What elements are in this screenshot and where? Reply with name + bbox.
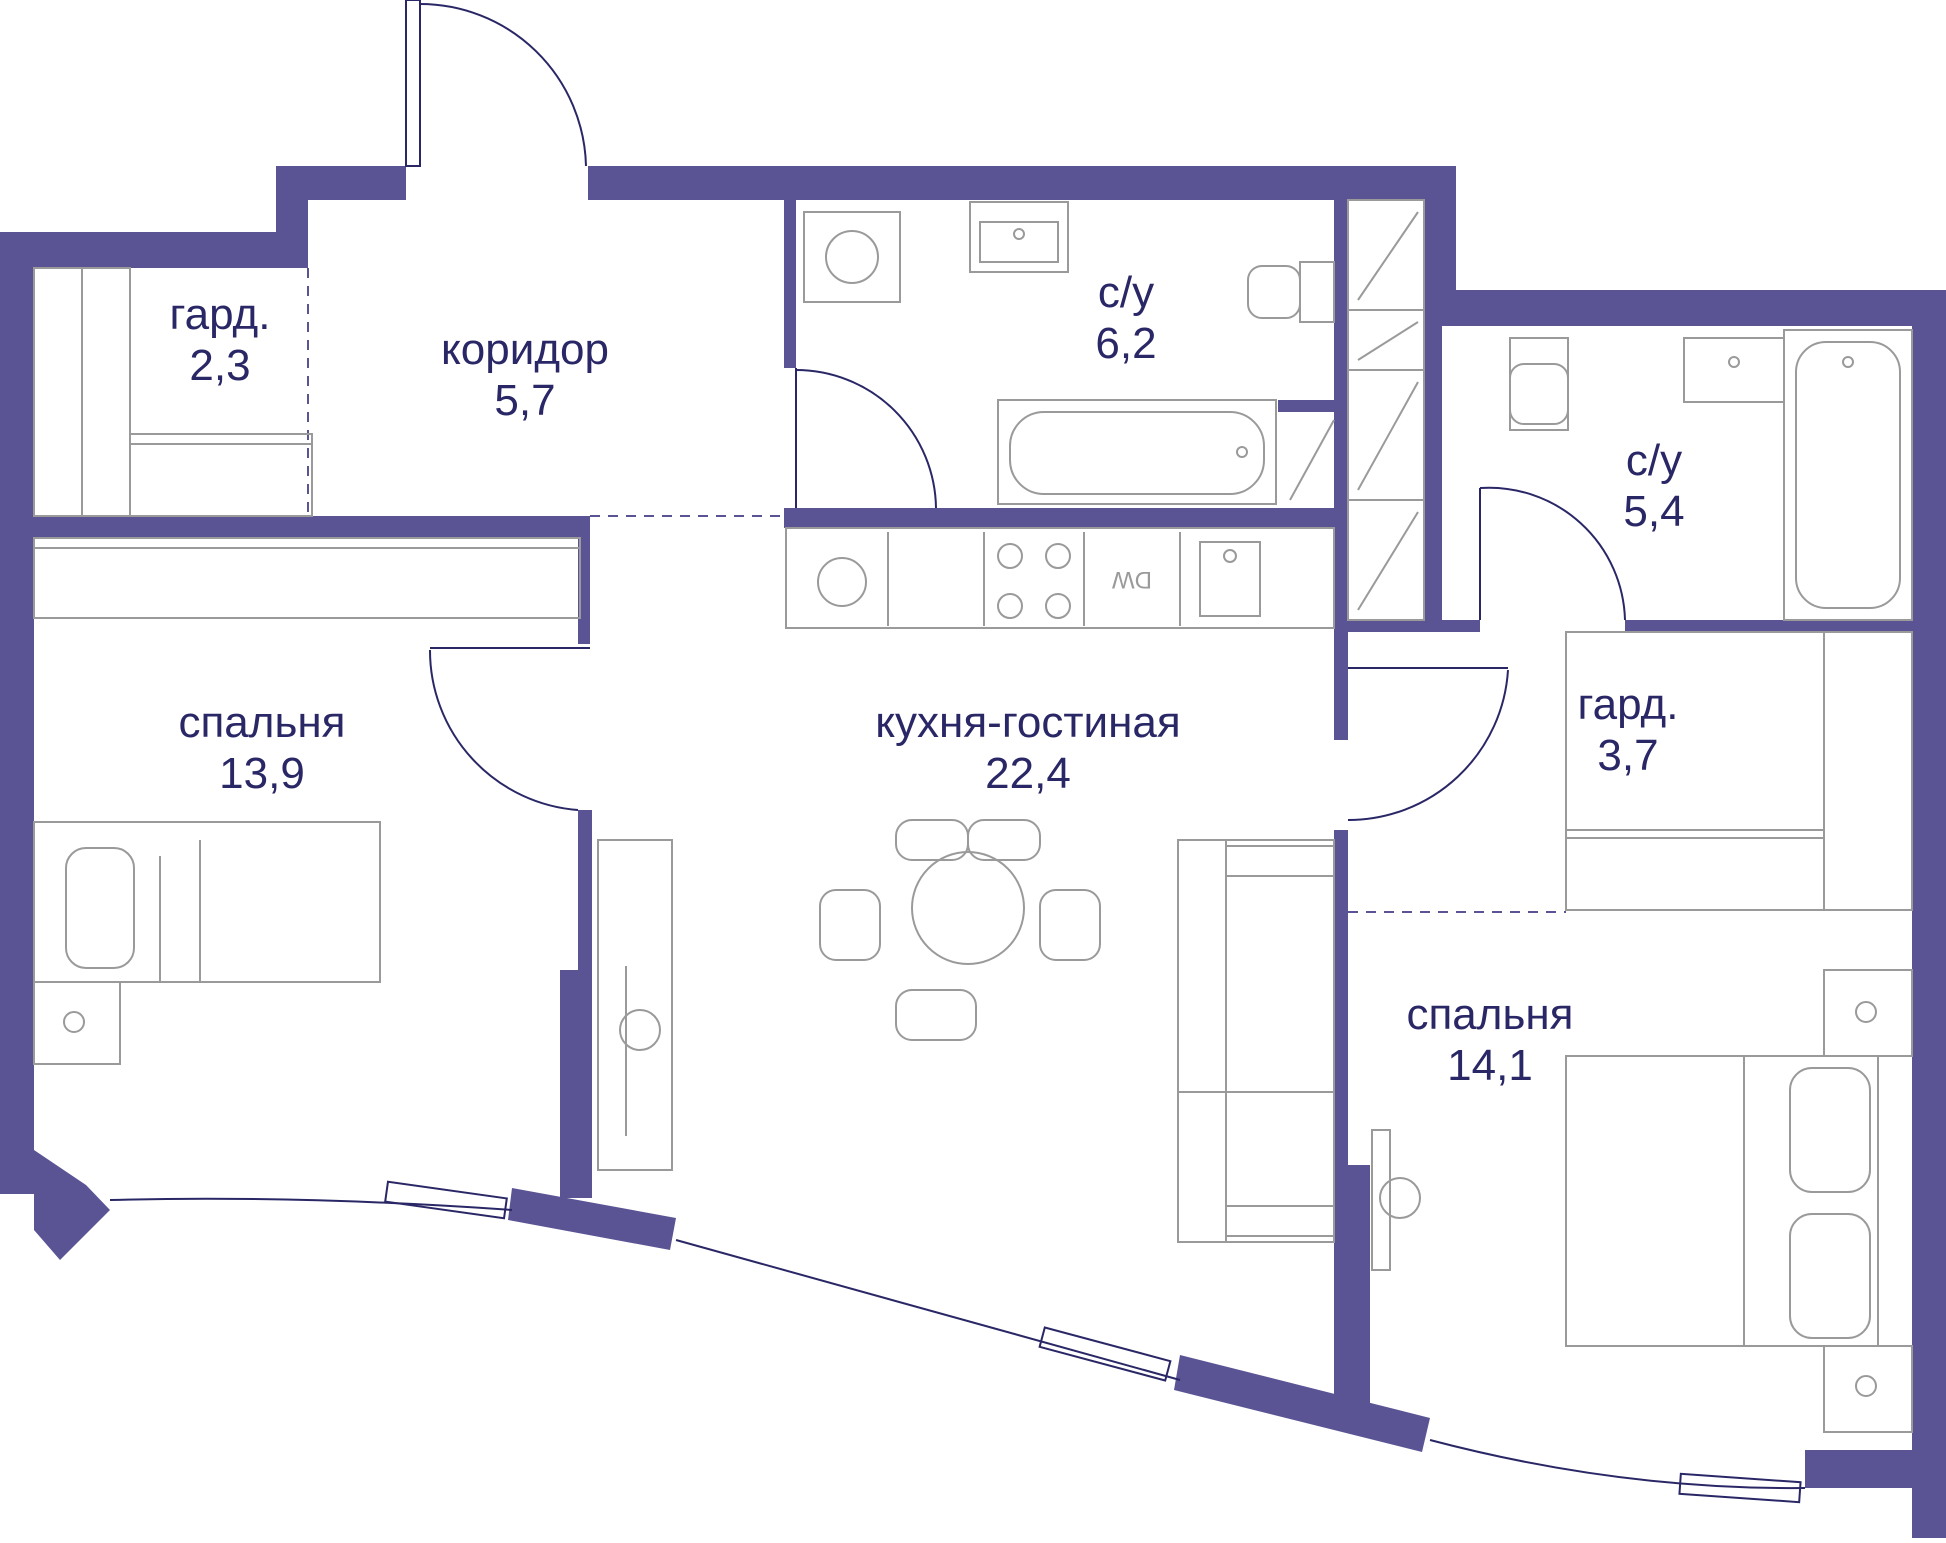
room-name: коридор xyxy=(441,325,609,374)
tv-stand xyxy=(597,839,673,1171)
room-label-bathroom-2: с/у 5,4 xyxy=(1623,436,1684,537)
room-area: 13,9 xyxy=(219,748,305,798)
bed-1 xyxy=(33,821,381,983)
entrance-door-swing xyxy=(419,3,587,167)
fridge-icon xyxy=(817,557,867,607)
nightstand-1 xyxy=(33,981,121,1065)
dishwasher-label: DW xyxy=(1112,566,1152,593)
kitchen-sink-icon xyxy=(1199,541,1261,617)
walls xyxy=(0,166,1946,1538)
room-name: с/у xyxy=(1097,268,1155,317)
room-area: 5,4 xyxy=(1623,486,1685,536)
fixtures xyxy=(33,199,1913,1433)
hob-burner xyxy=(997,543,1023,569)
room-label-wardrobe-1: гард. 2,3 xyxy=(170,290,271,391)
kitchen-counter xyxy=(785,527,1335,629)
windows xyxy=(109,1180,1806,1504)
room-label-kitchen-living: кухня-гостиная 22,4 xyxy=(875,698,1180,799)
room-label-bedroom-2: спальня 14,1 xyxy=(1406,990,1573,1091)
room-name: гард. xyxy=(1577,680,1679,729)
room-label-bathroom-1: с/у 6,2 xyxy=(1095,268,1156,369)
pillow-icon xyxy=(65,847,135,969)
room-area: 22,4 xyxy=(985,748,1071,798)
sink-icon xyxy=(969,201,1069,273)
nightstand-3 xyxy=(1823,1345,1913,1433)
room-area: 2,3 xyxy=(189,340,251,390)
room-name: кухня-гостиная xyxy=(875,698,1181,747)
wardrobe-1-furniture xyxy=(33,267,581,619)
room-label-corridor: коридор 5,7 xyxy=(441,325,609,426)
doors xyxy=(405,0,1626,822)
tv-2 xyxy=(1371,1129,1391,1271)
toilet-icon-2 xyxy=(1509,337,1569,431)
room-name: с/у xyxy=(1625,436,1683,485)
dining-table xyxy=(819,819,1101,1041)
wardrobe-2-furniture xyxy=(1565,631,1913,911)
bathtub-icon xyxy=(997,399,1277,505)
bathtub-icon-2 xyxy=(1783,329,1913,621)
shelf-unit xyxy=(1289,199,1425,621)
room-label-wardrobe-2: гард. 3,7 xyxy=(1578,680,1679,781)
pillow-icon-2 xyxy=(1789,1067,1871,1193)
washing-machine-icon xyxy=(803,211,901,303)
lamp-icon xyxy=(63,1011,85,1033)
sink-icon-2 xyxy=(1683,337,1785,403)
room-area: 14,1 xyxy=(1447,1040,1533,1090)
room-area: 3,7 xyxy=(1597,730,1659,780)
toilet-icon xyxy=(1247,261,1335,323)
room-name: гард. xyxy=(169,290,271,339)
room-area: 6,2 xyxy=(1095,318,1157,368)
openings xyxy=(307,268,1566,913)
room-area: 5,7 xyxy=(494,375,556,425)
bed-2 xyxy=(1565,1055,1879,1347)
room-name: спальня xyxy=(178,698,346,747)
room-name: спальня xyxy=(1406,990,1574,1039)
nightstand-2 xyxy=(1823,969,1913,1057)
pillow-icon-3 xyxy=(1789,1213,1871,1339)
room-label-bedroom-1: спальня 13,9 xyxy=(178,698,345,799)
sofa-icon xyxy=(1177,839,1335,1243)
